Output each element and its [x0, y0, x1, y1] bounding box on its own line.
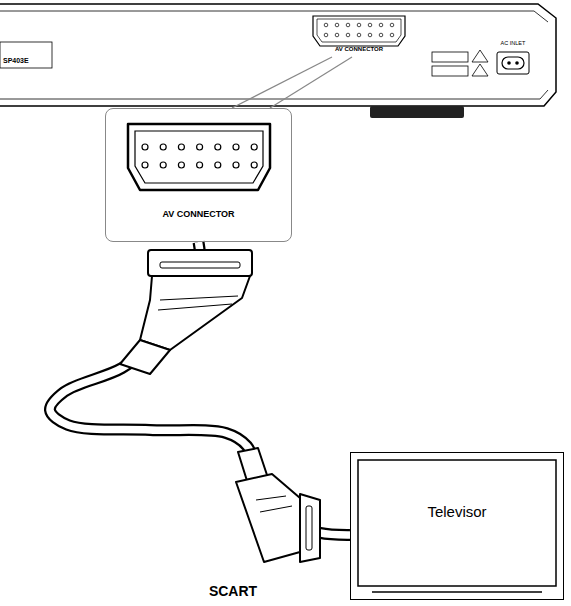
connector-pin [178, 162, 184, 168]
ac-inlet-socket [502, 57, 524, 69]
housing-edge [0, 11, 548, 22]
av-connector-large [135, 131, 263, 183]
television-box: Televisor [350, 452, 564, 600]
connector-label: AC INLET [501, 40, 526, 46]
connector-pin [324, 23, 328, 27]
warning-symbol [472, 50, 488, 62]
cable-outline [50, 242, 350, 535]
connector-label: AV CONNECTOR [335, 46, 383, 52]
connector-pin [251, 162, 257, 168]
warning-plate [432, 52, 468, 62]
connector-pin [346, 33, 350, 37]
connector-label: AV CONNECTOR [106, 209, 291, 219]
connector-pin [233, 162, 239, 168]
scart-plug [158, 296, 238, 310]
ac-inlet-pin [507, 61, 511, 65]
cable-label: SCART [209, 583, 257, 599]
connector-pins [324, 23, 394, 37]
plug-strain-relief [120, 340, 170, 374]
connector-pin [251, 144, 257, 150]
scart-plug [140, 276, 250, 350]
scart-plug [148, 250, 252, 276]
connector-pin [324, 33, 328, 37]
connector-pin [390, 33, 394, 37]
connector-pin [368, 33, 372, 37]
tv-stand [372, 591, 542, 593]
connector-pin [346, 23, 350, 27]
connector-pin [390, 23, 394, 27]
callout-box: AV CONNECTOR [105, 108, 292, 242]
connector-pin [178, 144, 184, 150]
connector-pin [142, 162, 148, 168]
warning-plate [432, 66, 468, 76]
connector-pin [160, 144, 166, 150]
connector-pin [197, 144, 203, 150]
ac-inlet [497, 52, 529, 74]
cable-core [50, 242, 350, 535]
model-plate [0, 42, 52, 68]
connector-pin [215, 162, 221, 168]
tv-screen [358, 460, 556, 586]
housing-edge [0, 90, 548, 99]
connector-pin [215, 144, 221, 150]
scart-cable [50, 242, 350, 535]
connector-pin [379, 33, 383, 37]
scart-plug [236, 474, 300, 562]
connector-pin [335, 23, 339, 27]
device-housing [0, 4, 556, 106]
scart-plug [306, 506, 312, 550]
connector-pin [142, 144, 148, 150]
connector-pin [379, 23, 383, 27]
av-connector-small [317, 19, 401, 42]
scart-plug [160, 262, 240, 268]
warning-symbol [472, 64, 488, 76]
ac-inlet-pin [515, 61, 519, 65]
connector-pin [357, 33, 361, 37]
model-number: SP403E [3, 57, 29, 64]
connector-pin [160, 162, 166, 168]
connector-pin [197, 162, 203, 168]
callout-leader [270, 57, 352, 108]
device-foot [370, 106, 464, 118]
av-connector-large [128, 124, 270, 190]
connector-pin [233, 144, 239, 150]
av-connector-small [313, 16, 405, 46]
scart-plug [300, 494, 320, 562]
scart-plug [256, 496, 292, 512]
connector-pin [357, 23, 361, 27]
connector-pin [368, 23, 372, 27]
device-label: Televisor [351, 503, 563, 520]
connector-pins [142, 144, 257, 168]
connector-pin [335, 33, 339, 37]
